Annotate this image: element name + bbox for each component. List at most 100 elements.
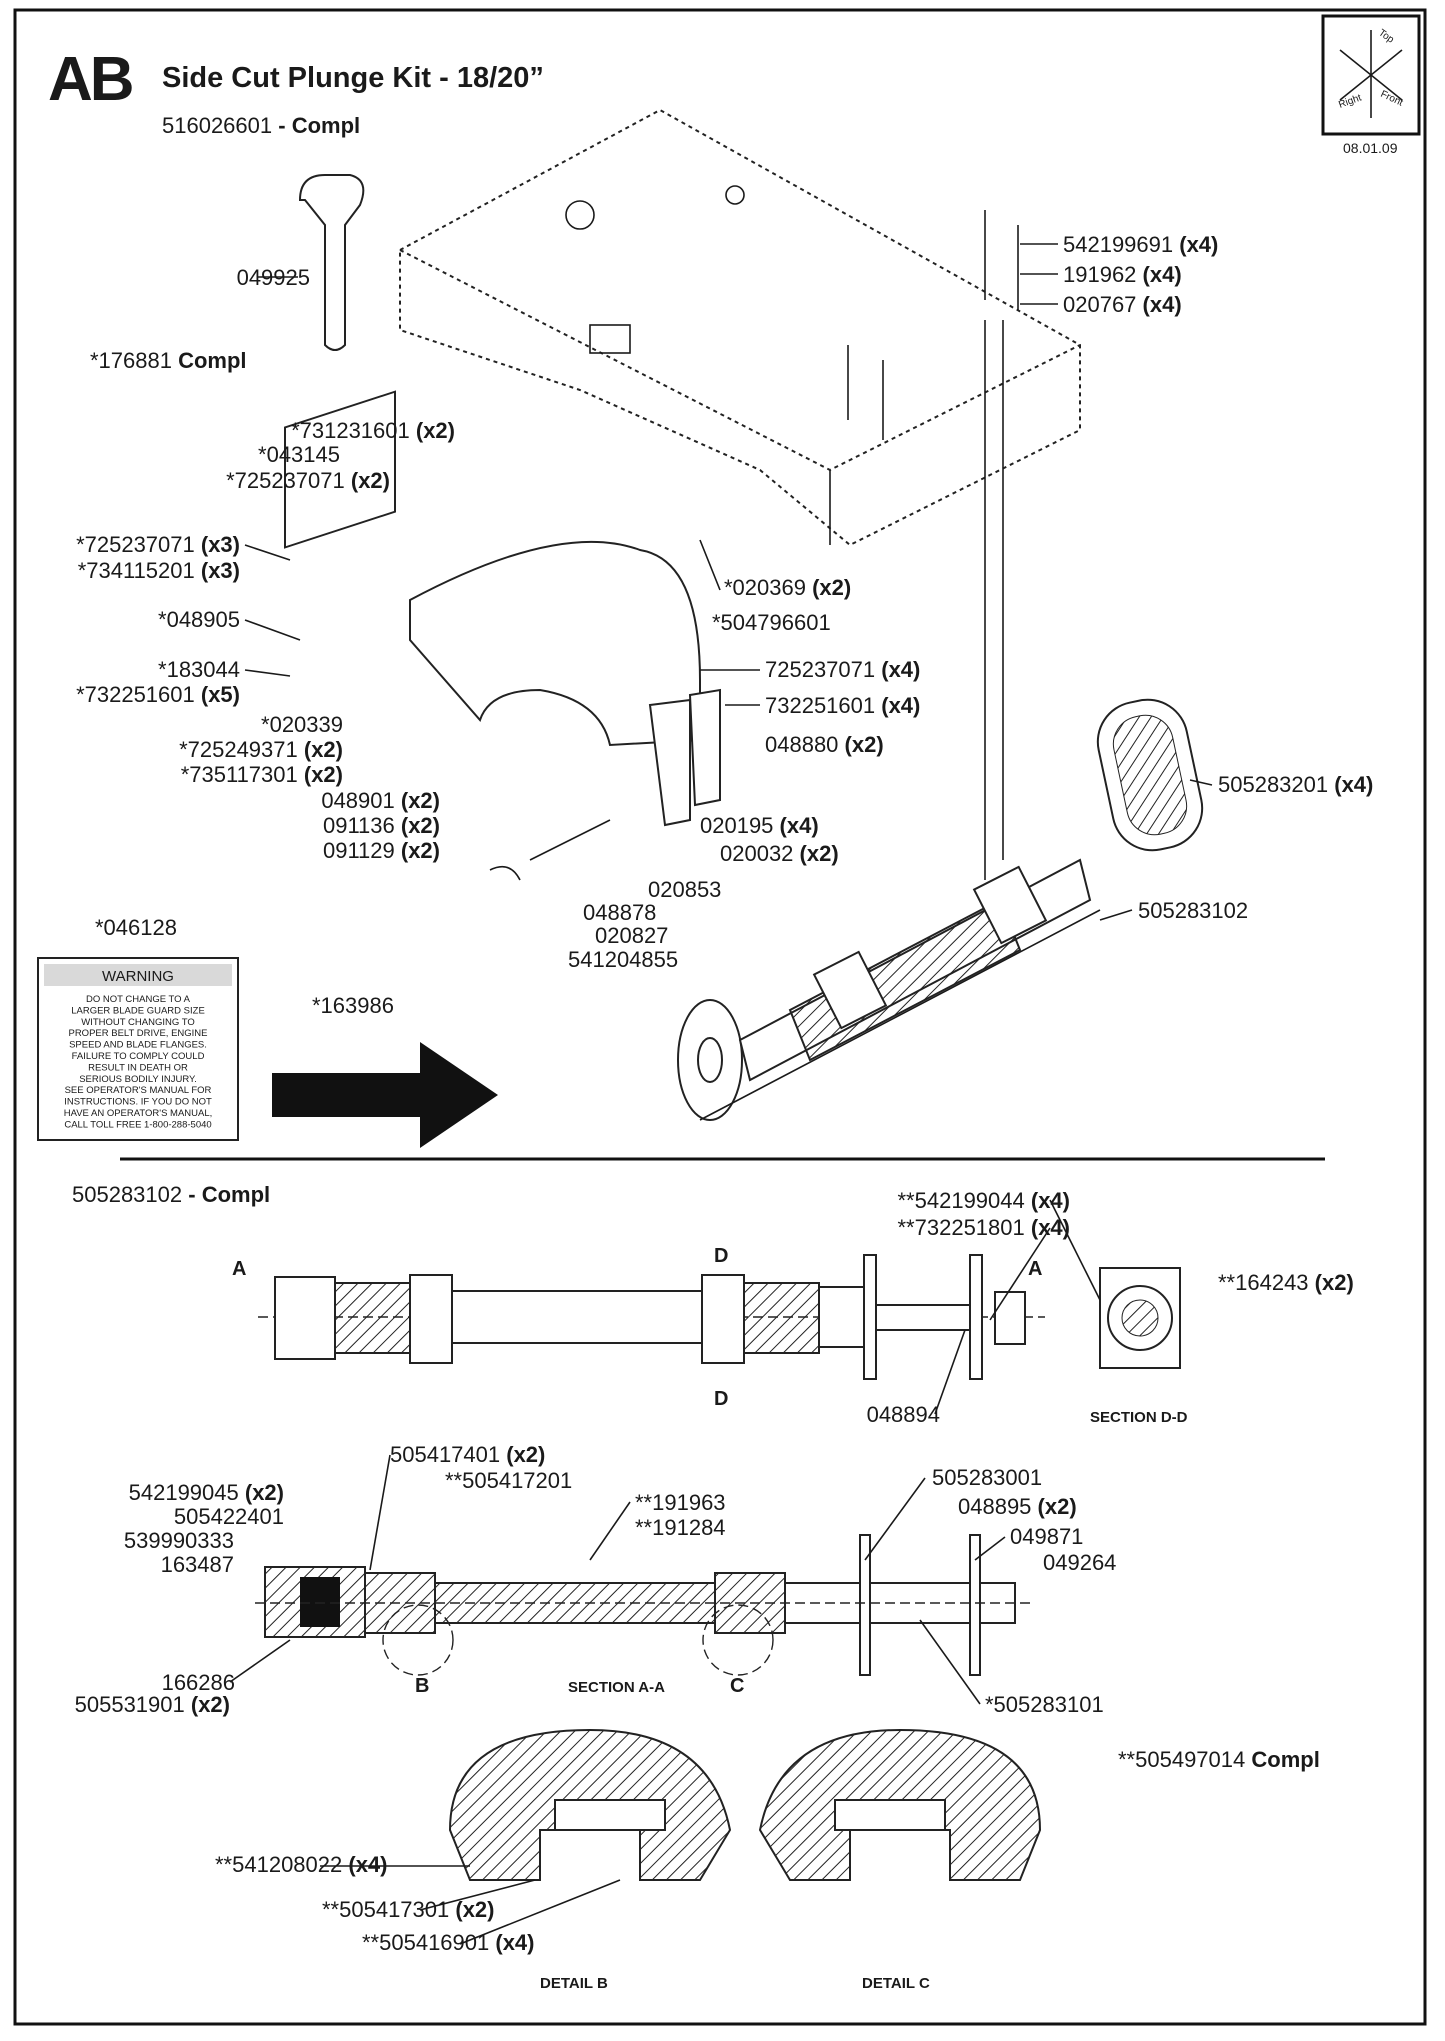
- warning-line: SPEED AND BLADE FLANGES.: [69, 1040, 207, 1051]
- callout-label: **542199044 (x4): [898, 1188, 1071, 1213]
- callout-label: *732251601 (x5): [76, 682, 240, 707]
- callout-label: 048894: [867, 1402, 940, 1427]
- detail-c-drawing: [758, 1728, 1042, 1881]
- warning-line: CALL TOLL FREE 1-800-288-5040: [64, 1119, 211, 1130]
- warning-line: RESULT IN DEATH OR: [88, 1062, 188, 1073]
- guard-plate-drawing: [284, 390, 396, 549]
- callout-label: **732251801 (x4): [898, 1215, 1071, 1240]
- bolt-set-right: [847, 210, 1019, 440]
- callout-label: 541204855: [568, 947, 678, 972]
- callout-label: 725237071 (x4): [765, 657, 920, 682]
- callout-label: 505283102: [1138, 898, 1248, 923]
- callout-label: 505283001: [932, 1465, 1042, 1490]
- callout-label: 505531901 (x2): [75, 1692, 230, 1717]
- detail-marker-b: B: [415, 1675, 429, 1697]
- warning-line: HAVE AN OPERATOR'S MANUAL,: [64, 1108, 213, 1119]
- leader-line: [974, 1536, 1006, 1561]
- callout-label: 048901 (x2): [321, 788, 440, 813]
- callout-label: *183044: [158, 657, 240, 682]
- callout-label: *734115201 (x3): [78, 558, 240, 583]
- leader-line: [934, 1329, 966, 1415]
- callout-label: *176881 Compl: [90, 348, 247, 373]
- callout-label: **191284: [635, 1515, 726, 1540]
- leader-line: [989, 1227, 1051, 1321]
- callout-label: 049871: [1010, 1524, 1083, 1549]
- leader-line: [1049, 1199, 1101, 1301]
- callout-label: 163487: [161, 1552, 234, 1577]
- callout-label: **191963: [635, 1490, 726, 1515]
- section-aa-drawing: [255, 1534, 1030, 1676]
- leader-line: [589, 1501, 631, 1561]
- callout-label: 049264: [1043, 1550, 1116, 1575]
- revision-date: 08.01.09: [1343, 140, 1398, 156]
- section-marker-a-right: A: [1028, 1258, 1042, 1280]
- callout-label: **505417301 (x2): [322, 1897, 495, 1922]
- kit-number: 516026601 - Compl: [162, 113, 360, 138]
- callout-label: **505497014 Compl: [1118, 1747, 1320, 1772]
- detail-b-caption: DETAIL B: [540, 1975, 608, 1992]
- belt-guard-drawing: [409, 540, 701, 747]
- section-marker-d-top: D: [714, 1245, 728, 1267]
- callout-label: *725249371 (x2): [179, 737, 343, 762]
- leader-line: [1099, 909, 1133, 921]
- section-dd-drawing: [1099, 1267, 1181, 1369]
- detail-c-caption: DETAIL C: [862, 1975, 930, 1992]
- leader-line: [244, 619, 301, 641]
- spindle-bracket-line: [699, 909, 1101, 1121]
- section-marker-d-bottom: D: [714, 1388, 728, 1410]
- section-dd-caption: SECTION D-D: [1090, 1409, 1188, 1426]
- warning-line: SERIOUS BODILY INJURY.: [79, 1074, 197, 1085]
- callout-label: *725237071 (x2): [226, 468, 390, 493]
- callout-label: 020827: [595, 923, 668, 948]
- callout-label: *735117301 (x2): [181, 762, 343, 787]
- callout-label: *163986: [312, 993, 394, 1018]
- callout-label: *020339: [261, 712, 343, 737]
- bottom-callouts: **542199044 (x4)**732251801 (x4) **164243…: [75, 1188, 1354, 1955]
- top-callouts: 049925 *176881 Compl 542199691 (x4) 191962 …: [76, 232, 1373, 1018]
- callout-label: 191962 (x4): [1063, 262, 1182, 287]
- callout-label: *505283101: [985, 1692, 1104, 1717]
- callout-label: 166286: [162, 1670, 235, 1695]
- warning-line: DO NOT CHANGE TO A: [86, 994, 191, 1005]
- spindle-assembly-drawing: [677, 858, 1092, 1121]
- warning-line: INSTRUCTIONS. IF YOU DO NOT: [64, 1097, 212, 1108]
- callout-label: **541208022 (x4): [215, 1852, 388, 1877]
- bracket-left-drawing: [648, 698, 691, 827]
- callout-label: 505417401 (x2): [390, 1442, 545, 1467]
- bracket-right-drawing: [688, 688, 721, 807]
- assembly-title: 505283102 - Compl: [72, 1182, 270, 1207]
- leader-line: [369, 1454, 391, 1571]
- callout-label: *020369 (x2): [724, 575, 851, 600]
- callout-label: **164243 (x2): [1218, 1270, 1354, 1295]
- hose-drawing: [529, 819, 611, 861]
- callout-label: 049925: [237, 265, 310, 290]
- section-code: AB: [48, 45, 132, 114]
- callout-label: 542199691 (x4): [1063, 232, 1218, 257]
- wrench-drawing: [298, 174, 365, 351]
- callout-label: 048895 (x2): [958, 1494, 1077, 1519]
- callout-label: 020767 (x4): [1063, 292, 1182, 317]
- callout-label: *046128: [95, 915, 177, 940]
- section-marker-a-left: A: [232, 1258, 246, 1280]
- leader-line: [1189, 779, 1213, 786]
- deck-frame-drawing: [399, 108, 1081, 547]
- warning-line: SEE OPERATOR'S MANUAL FOR: [65, 1085, 212, 1096]
- callout-label: 091129 (x2): [323, 838, 440, 863]
- callout-label: 048878: [583, 900, 656, 925]
- leader-line: [699, 539, 721, 591]
- callout-label: 505283201 (x4): [1218, 772, 1373, 797]
- callout-label: **505416901 (x4): [362, 1930, 535, 1955]
- leader-line: [919, 1619, 981, 1705]
- section-aa-caption: SECTION A-A: [568, 1679, 665, 1696]
- assembly-side-view: [258, 1254, 1045, 1380]
- callout-label: *731231601 (x2): [291, 418, 455, 443]
- callout-label: *504796601: [712, 610, 831, 635]
- orientation-box: Top Right Front: [1321, 14, 1421, 136]
- callout-label: 020195 (x4): [700, 813, 819, 838]
- callout-label: *043145: [258, 442, 340, 467]
- leader-line: [229, 1639, 291, 1683]
- callout-label: 732251601 (x4): [765, 693, 920, 718]
